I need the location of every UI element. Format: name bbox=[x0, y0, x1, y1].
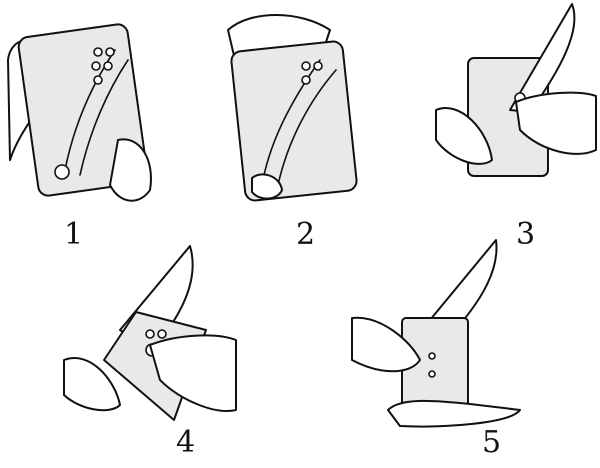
blade-edge-line bbox=[261, 59, 321, 186]
left-hand bbox=[351, 316, 421, 373]
hole-1 bbox=[145, 329, 155, 339]
left-hand bbox=[435, 107, 493, 165]
hole-3 bbox=[91, 61, 101, 71]
bottom-thumb bbox=[251, 173, 283, 200]
step-3-illustration bbox=[435, 3, 597, 177]
hole-2 bbox=[313, 61, 323, 71]
step-number-2: 2 bbox=[296, 217, 316, 252]
hole-2 bbox=[428, 370, 436, 378]
hole-5 bbox=[93, 75, 103, 85]
step-number-3: 3 bbox=[516, 217, 536, 252]
blade-edge-line bbox=[64, 49, 116, 171]
hole-1 bbox=[428, 352, 436, 360]
step-1-illustration bbox=[7, 23, 152, 202]
blade bbox=[429, 239, 498, 323]
hole-1 bbox=[93, 47, 103, 57]
pivot-hole bbox=[54, 164, 70, 180]
hole-3 bbox=[301, 75, 311, 85]
right-hand bbox=[149, 334, 237, 412]
card-body bbox=[230, 40, 358, 202]
hole-4 bbox=[103, 61, 113, 71]
bottom-hand bbox=[387, 399, 521, 428]
left-hand bbox=[63, 357, 121, 412]
step-4-illustration bbox=[63, 245, 237, 421]
step-number-5: 5 bbox=[482, 425, 502, 460]
step-number-4: 4 bbox=[176, 425, 196, 460]
hole-2 bbox=[105, 47, 115, 57]
right-hand bbox=[515, 91, 597, 155]
blade-back-line bbox=[277, 69, 337, 186]
step-number-1: 1 bbox=[64, 217, 84, 252]
right-thumb bbox=[109, 138, 152, 202]
hole-1 bbox=[301, 61, 311, 71]
step-5-illustration bbox=[351, 239, 521, 428]
hole-2 bbox=[157, 329, 167, 339]
step-2-illustration bbox=[227, 14, 358, 202]
blade-back-line bbox=[79, 59, 129, 176]
